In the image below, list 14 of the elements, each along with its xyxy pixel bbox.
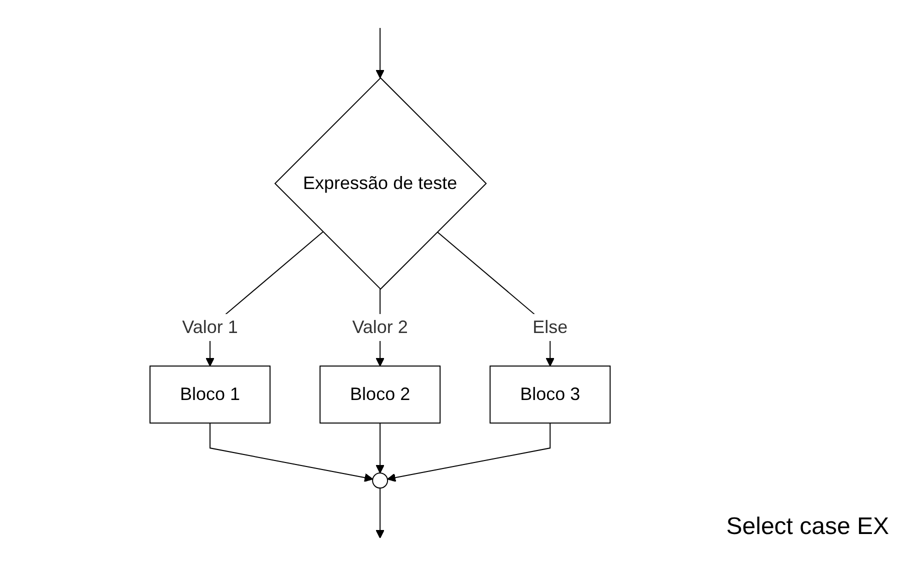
node-diamond: Expressão de teste [274,77,487,290]
edge-label: Else [532,317,568,338]
node-circle [372,472,388,489]
arrow [376,488,384,538]
edge-label: Valor 1 [182,317,238,338]
arrow [386,422,551,482]
arrow [376,422,384,474]
note-text: Select case EX [726,513,889,541]
node-box: Bloco 2 [319,366,441,424]
arrow [376,27,384,78]
node-box: Bloco 1 [149,366,270,424]
arrow [209,422,374,482]
edge-label: Valor 2 [352,317,408,338]
node-box: Bloco 3 [490,366,611,424]
